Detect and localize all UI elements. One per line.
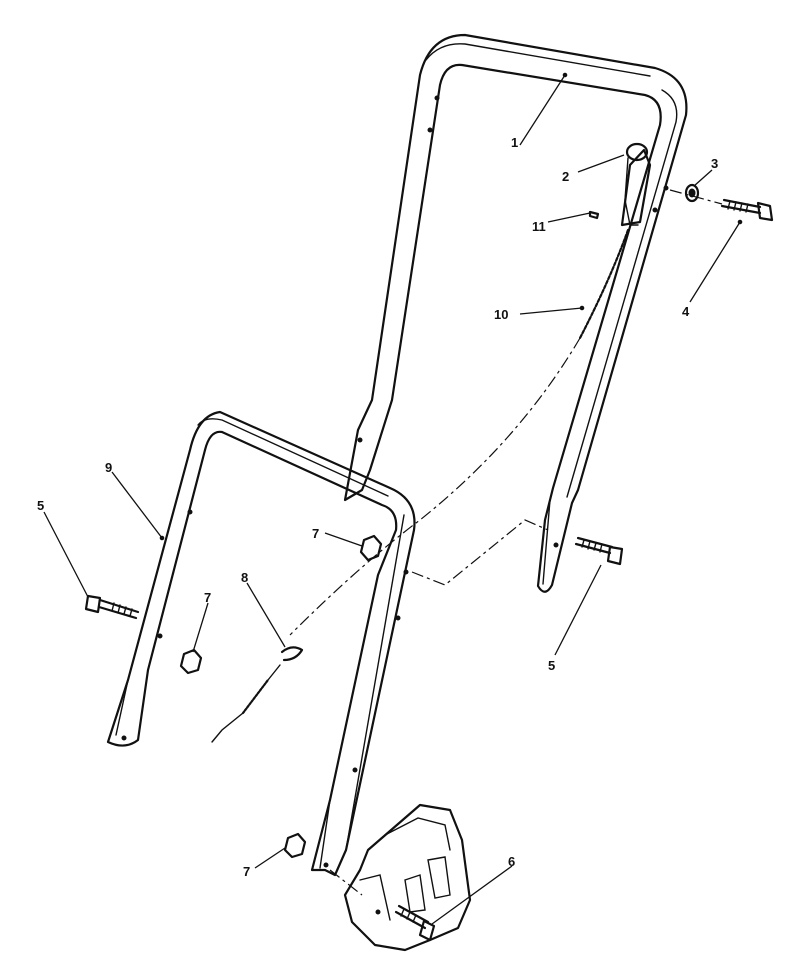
callout-7-upper: 7 (312, 526, 319, 541)
callout-5-left: 5 (37, 498, 44, 513)
lower-handle (106, 410, 416, 877)
upper-handle (343, 33, 688, 593)
leader-lines (43, 72, 743, 925)
carriage-bolt-upper (669, 189, 774, 222)
bolt-left (84, 594, 140, 620)
callouts: 1 2 3 4 5 5 6 7 7 7 8 9 10 11 (37, 135, 718, 879)
callout-3: 3 (711, 156, 718, 171)
hex-nut-lower (283, 832, 307, 859)
assembly-line (411, 519, 549, 586)
callout-11: 11 (532, 219, 546, 234)
hex-nut-middle (179, 648, 203, 675)
hex-nut-upper (359, 534, 383, 562)
bolt-right (574, 536, 624, 566)
mower-deck-bracket (343, 803, 472, 952)
cable-spring (211, 646, 304, 743)
callout-8: 8 (241, 570, 248, 585)
callout-7-middle: 7 (204, 590, 211, 605)
callout-4: 4 (682, 304, 690, 319)
callout-6: 6 (508, 854, 515, 869)
control-cable (289, 228, 630, 636)
callout-1: 1 (511, 135, 518, 150)
control-lever (624, 142, 649, 226)
callout-5-right: 5 (548, 658, 555, 673)
cable-clip (588, 210, 600, 220)
callout-10: 10 (494, 307, 508, 322)
assembly-line-lower (329, 869, 363, 896)
bolt-lower (394, 904, 436, 942)
callout-9: 9 (105, 460, 112, 475)
callout-7-lower: 7 (243, 864, 250, 879)
callout-2: 2 (562, 169, 569, 184)
lock-washer (684, 183, 700, 203)
